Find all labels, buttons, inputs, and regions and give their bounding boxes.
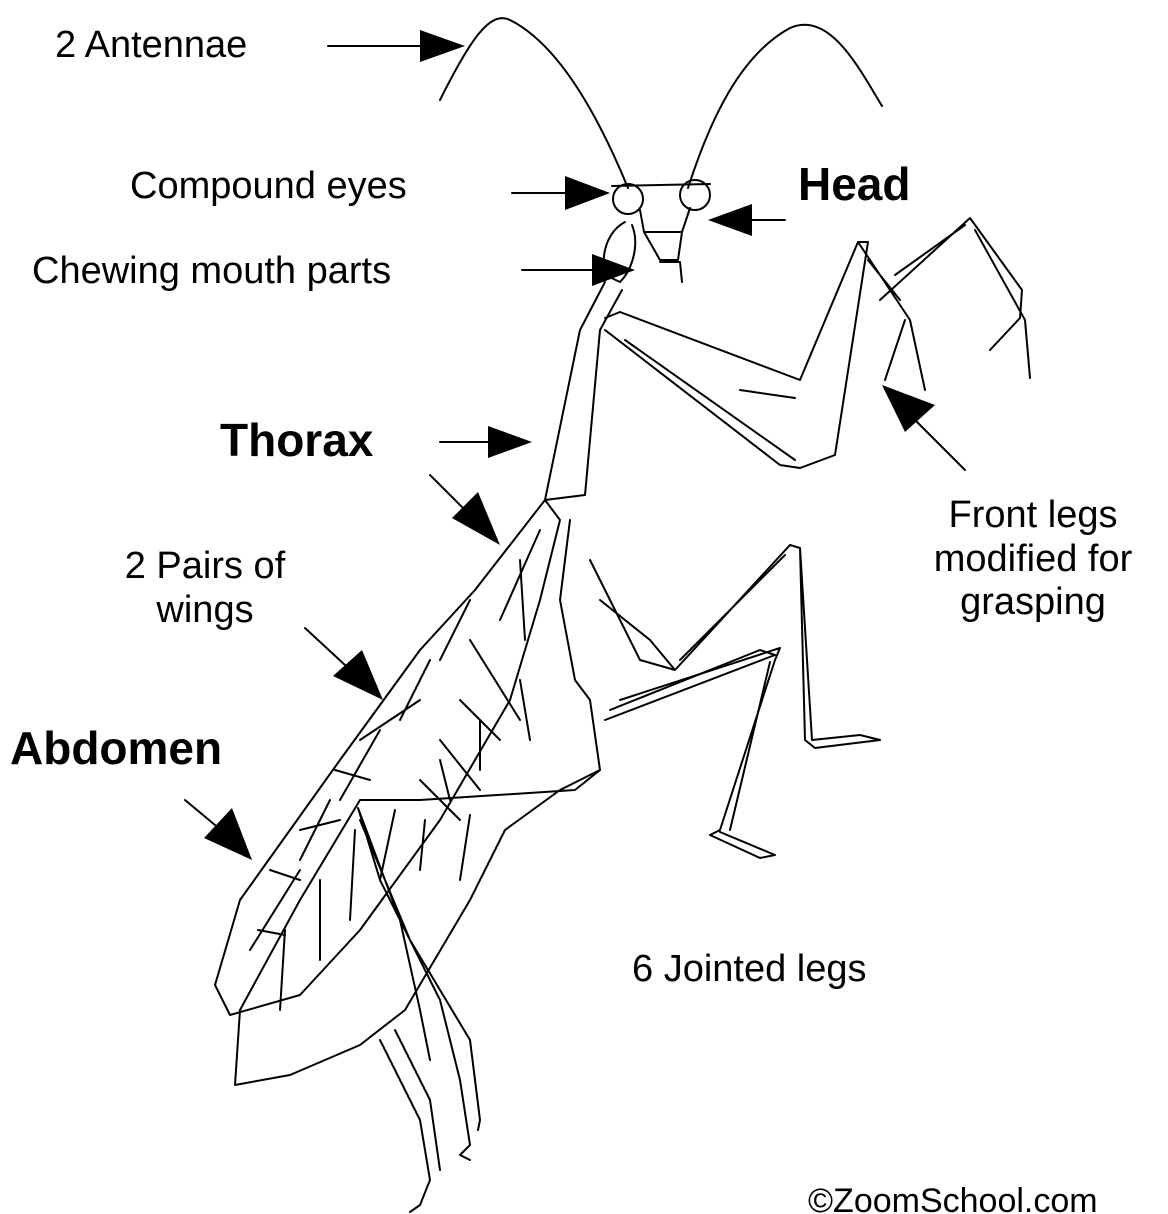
arrow-abdomen (204, 808, 252, 860)
abdomen-label: Abdomen (10, 722, 222, 775)
arrow-wings (333, 650, 383, 700)
arrow-mouth-parts (592, 254, 635, 286)
arrow-thorax-diagonal (452, 492, 500, 545)
middle-leg (590, 545, 880, 748)
arrow-front-legs (882, 385, 935, 432)
wings-label: 2 Pairs of wings (96, 545, 314, 632)
front-leg (605, 218, 1030, 468)
arrow-thorax (488, 426, 532, 458)
thorax-label: Thorax (220, 414, 373, 467)
wings-label-line2: wings (96, 589, 314, 633)
compound-eyes-label: Compound eyes (130, 165, 407, 209)
head-outline (612, 184, 710, 260)
thorax-outline (545, 282, 622, 500)
arrow-compound-eyes (565, 176, 610, 210)
copyright-text: ©ZoomSchool.com (808, 1182, 1098, 1214)
front-legs-label: Front legs modified for grasping (902, 494, 1164, 625)
antennae-label: 2 Antennae (55, 24, 247, 68)
mouth-parts-label: Chewing mouth parts (32, 250, 391, 294)
hind-leg-right (620, 648, 780, 858)
front-legs-label-line2: modified for (902, 538, 1164, 582)
front-legs-label-line1: Front legs (902, 494, 1164, 538)
head-label: Head (798, 158, 910, 211)
left-antenna (440, 18, 628, 188)
arrow-antennae (420, 30, 465, 62)
wings-label-line1: 2 Pairs of (96, 545, 314, 589)
jointed-legs-label: 6 Jointed legs (632, 948, 867, 992)
front-legs-label-line3: grasping (902, 581, 1164, 625)
arrow-head (708, 204, 752, 236)
